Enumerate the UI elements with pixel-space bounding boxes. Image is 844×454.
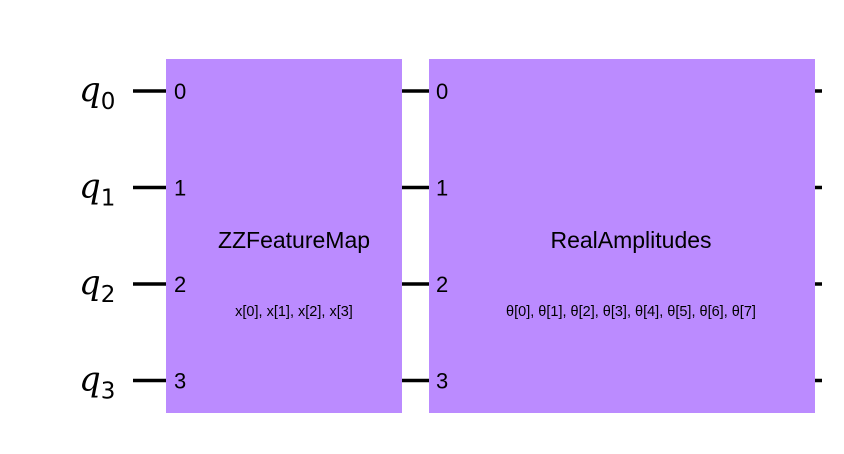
gate-port-3: 3 [174,369,186,394]
gate-port-1: 1 [174,176,186,201]
qubit-index: 3 [101,379,116,405]
qubit-index: 0 [101,89,116,115]
gate-box [429,59,815,413]
qubit-index: 2 [101,282,116,308]
gate-box [166,59,402,413]
qubit-symbol: q [79,167,101,207]
gate-params: x[0], x[1], x[2], x[3] [235,304,353,320]
gate-port-2: 2 [436,272,448,297]
qubit-label-0: q0 [79,70,115,115]
gate-realamplitudes: 0 1 2 3 RealAmplitudes θ[0], θ[1], θ[2],… [429,59,815,413]
qubit-labels: q0 q1 q2 q3 [79,70,115,405]
qubit-label-2: q2 [79,263,115,308]
gate-port-0: 0 [174,79,186,104]
gate-name: RealAmplitudes [550,227,711,253]
gate-name: ZZFeatureMap [218,227,370,253]
gate-port-2: 2 [174,272,186,297]
gate-port-3: 3 [436,369,448,394]
qubit-index: 1 [101,186,116,212]
gate-port-0: 0 [436,79,448,104]
qubit-label-3: q3 [79,360,115,405]
qubit-symbol: q [79,263,101,303]
gate-zzfeaturemap: 0 1 2 3 ZZFeatureMap x[0], x[1], x[2], x… [166,59,402,413]
gate-params: θ[0], θ[1], θ[2], θ[3], θ[4], θ[5], θ[6]… [506,304,756,320]
qubit-label-1: q1 [79,167,115,212]
gate-port-1: 1 [436,176,448,201]
qubit-symbol: q [79,70,101,110]
qubit-symbol: q [79,360,101,400]
